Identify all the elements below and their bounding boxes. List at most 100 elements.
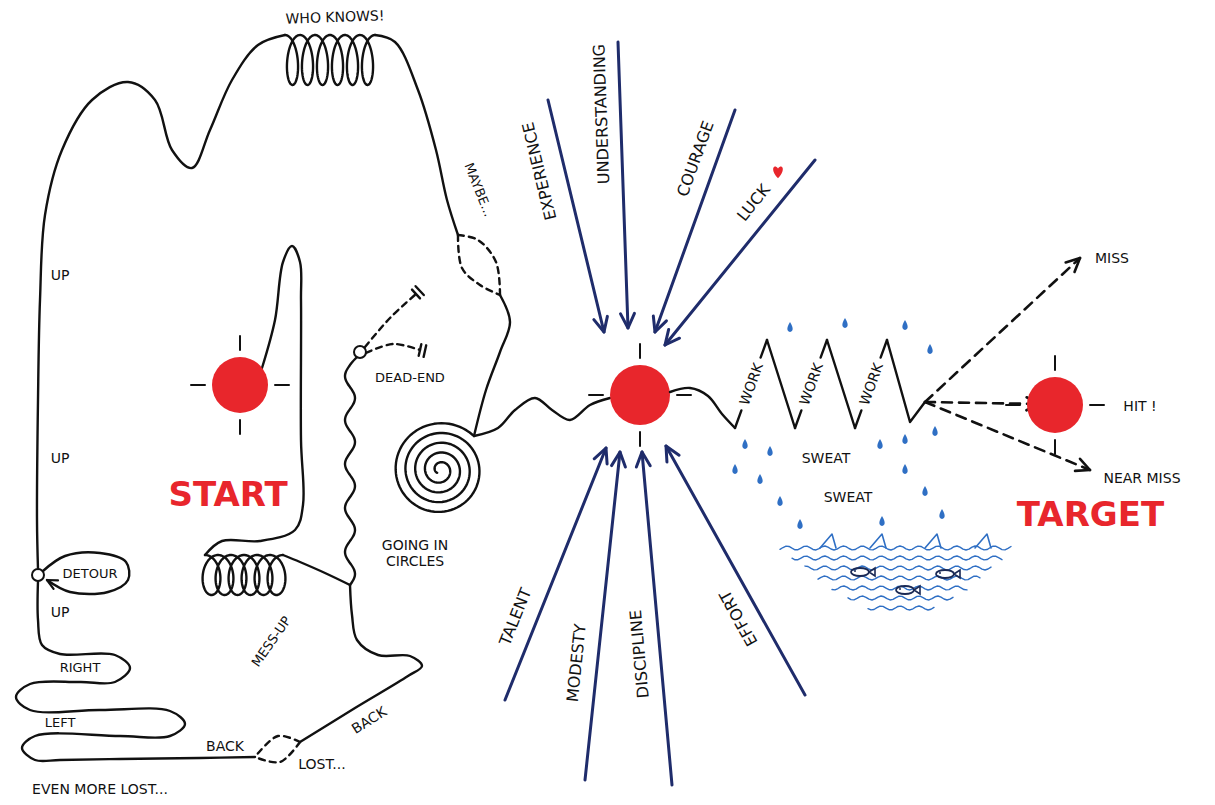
- red-dot: [1027, 377, 1083, 433]
- water-line: [848, 596, 953, 600]
- arrow-head: [653, 316, 666, 332]
- path-label: LUCK: [734, 181, 774, 225]
- path-label: HIT !: [1123, 398, 1156, 414]
- zigzag-line: [795, 410, 801, 428]
- heart-symbol: [773, 166, 783, 178]
- fish: [896, 586, 920, 594]
- path-line: [670, 388, 735, 428]
- fish-eye: [899, 588, 901, 590]
- sweat-drop: [842, 318, 847, 328]
- path-label: LEFT: [45, 716, 76, 731]
- quality-arrow: [642, 452, 672, 785]
- water-line: [868, 606, 934, 610]
- target-marker: TARGET: [990, 360, 1191, 537]
- arrow-head: [594, 316, 608, 332]
- water-line: [818, 576, 980, 580]
- fish-tail: [954, 570, 960, 578]
- red-dot: [610, 365, 670, 425]
- wave-crest: [925, 534, 941, 548]
- sweat-drop: [932, 426, 937, 436]
- sweat-drop: [902, 464, 907, 474]
- path-line: [16, 581, 255, 761]
- path-label: MISS: [1095, 250, 1129, 266]
- zigzag-line: [767, 340, 795, 428]
- sweat-drop: [879, 516, 884, 526]
- path-line: [375, 35, 458, 235]
- path-label: UP: [51, 604, 70, 620]
- quality-arrow: [655, 110, 735, 332]
- path-label: MODESTY: [564, 623, 590, 703]
- zigzag-line: [735, 410, 741, 428]
- fish-eye: [854, 570, 856, 572]
- sweat-drop: [797, 519, 802, 529]
- dead-end-mark: [416, 286, 424, 295]
- path-label: UP: [51, 267, 70, 283]
- path-line: [300, 585, 422, 742]
- fish-body: [851, 568, 869, 576]
- path-label: SWEAT: [802, 450, 851, 466]
- mess-up-coil: [203, 555, 286, 595]
- quality-arrow: [585, 452, 620, 780]
- zigzag-line: [881, 340, 887, 358]
- dead-end-mark: [424, 345, 427, 357]
- path-label: COURAGE: [674, 119, 718, 200]
- arrow-head: [665, 329, 679, 345]
- sweat-drop: [732, 464, 737, 474]
- tick-mark: [275, 384, 289, 386]
- arrow-head: [666, 446, 679, 462]
- spiral: [396, 423, 480, 512]
- maybe-line: [458, 235, 500, 295]
- who-knows-loops: [285, 35, 375, 85]
- path-line: [283, 555, 350, 585]
- path-label: DETOUR: [63, 567, 118, 582]
- water-line: [792, 556, 1002, 560]
- fish-tail: [869, 568, 875, 576]
- tick-mark: [1090, 404, 1104, 406]
- sweat-drop: [787, 322, 792, 332]
- sweat-drop: [757, 474, 762, 484]
- path-label: BACK: [349, 703, 390, 737]
- arrow-head: [636, 452, 650, 467]
- lost-line: [255, 742, 300, 762]
- tick-mark: [239, 420, 241, 434]
- path-label: SWEAT: [824, 489, 873, 505]
- sweat-drop: [922, 486, 927, 496]
- maybe-line: [458, 235, 500, 295]
- marker-title: START: [150, 476, 306, 513]
- path-label: BACK: [206, 738, 244, 754]
- path-label: UNDERSTANDING: [590, 44, 613, 185]
- path-label: LOST...: [298, 756, 345, 772]
- zigzag-line: [887, 340, 925, 422]
- sweat-drop: [902, 320, 907, 330]
- fish: [851, 568, 875, 576]
- fish-tail: [914, 586, 920, 594]
- path-line: [474, 295, 510, 436]
- detour-loop: [43, 552, 129, 594]
- path-label: DISCIPLINE: [627, 609, 653, 699]
- zigzag-line: [821, 340, 827, 358]
- arrow-head: [594, 448, 607, 464]
- path-label: EFFORT: [716, 587, 762, 649]
- path-label: UP: [51, 450, 70, 466]
- path-label: WORK: [856, 361, 886, 408]
- sweat-drop: [767, 446, 772, 456]
- fish-eye: [939, 572, 941, 574]
- path-label: MAYBE...: [460, 161, 495, 219]
- wave-crest: [975, 534, 991, 548]
- path-line: [474, 398, 610, 436]
- fish-body: [936, 570, 954, 578]
- arrow-head: [1066, 258, 1080, 272]
- lost-line: [255, 736, 300, 757]
- wave-crest: [820, 534, 836, 548]
- arrow-head: [1075, 459, 1090, 471]
- tick-mark: [1006, 404, 1020, 406]
- path-label: DEAD-END: [375, 371, 445, 386]
- tick-mark: [639, 432, 641, 446]
- arrow-head: [47, 580, 58, 589]
- sweat-drop: [927, 344, 932, 354]
- path-label: WHO KNOWS!: [285, 7, 384, 27]
- tick-mark: [1054, 356, 1056, 370]
- fish: [936, 570, 960, 578]
